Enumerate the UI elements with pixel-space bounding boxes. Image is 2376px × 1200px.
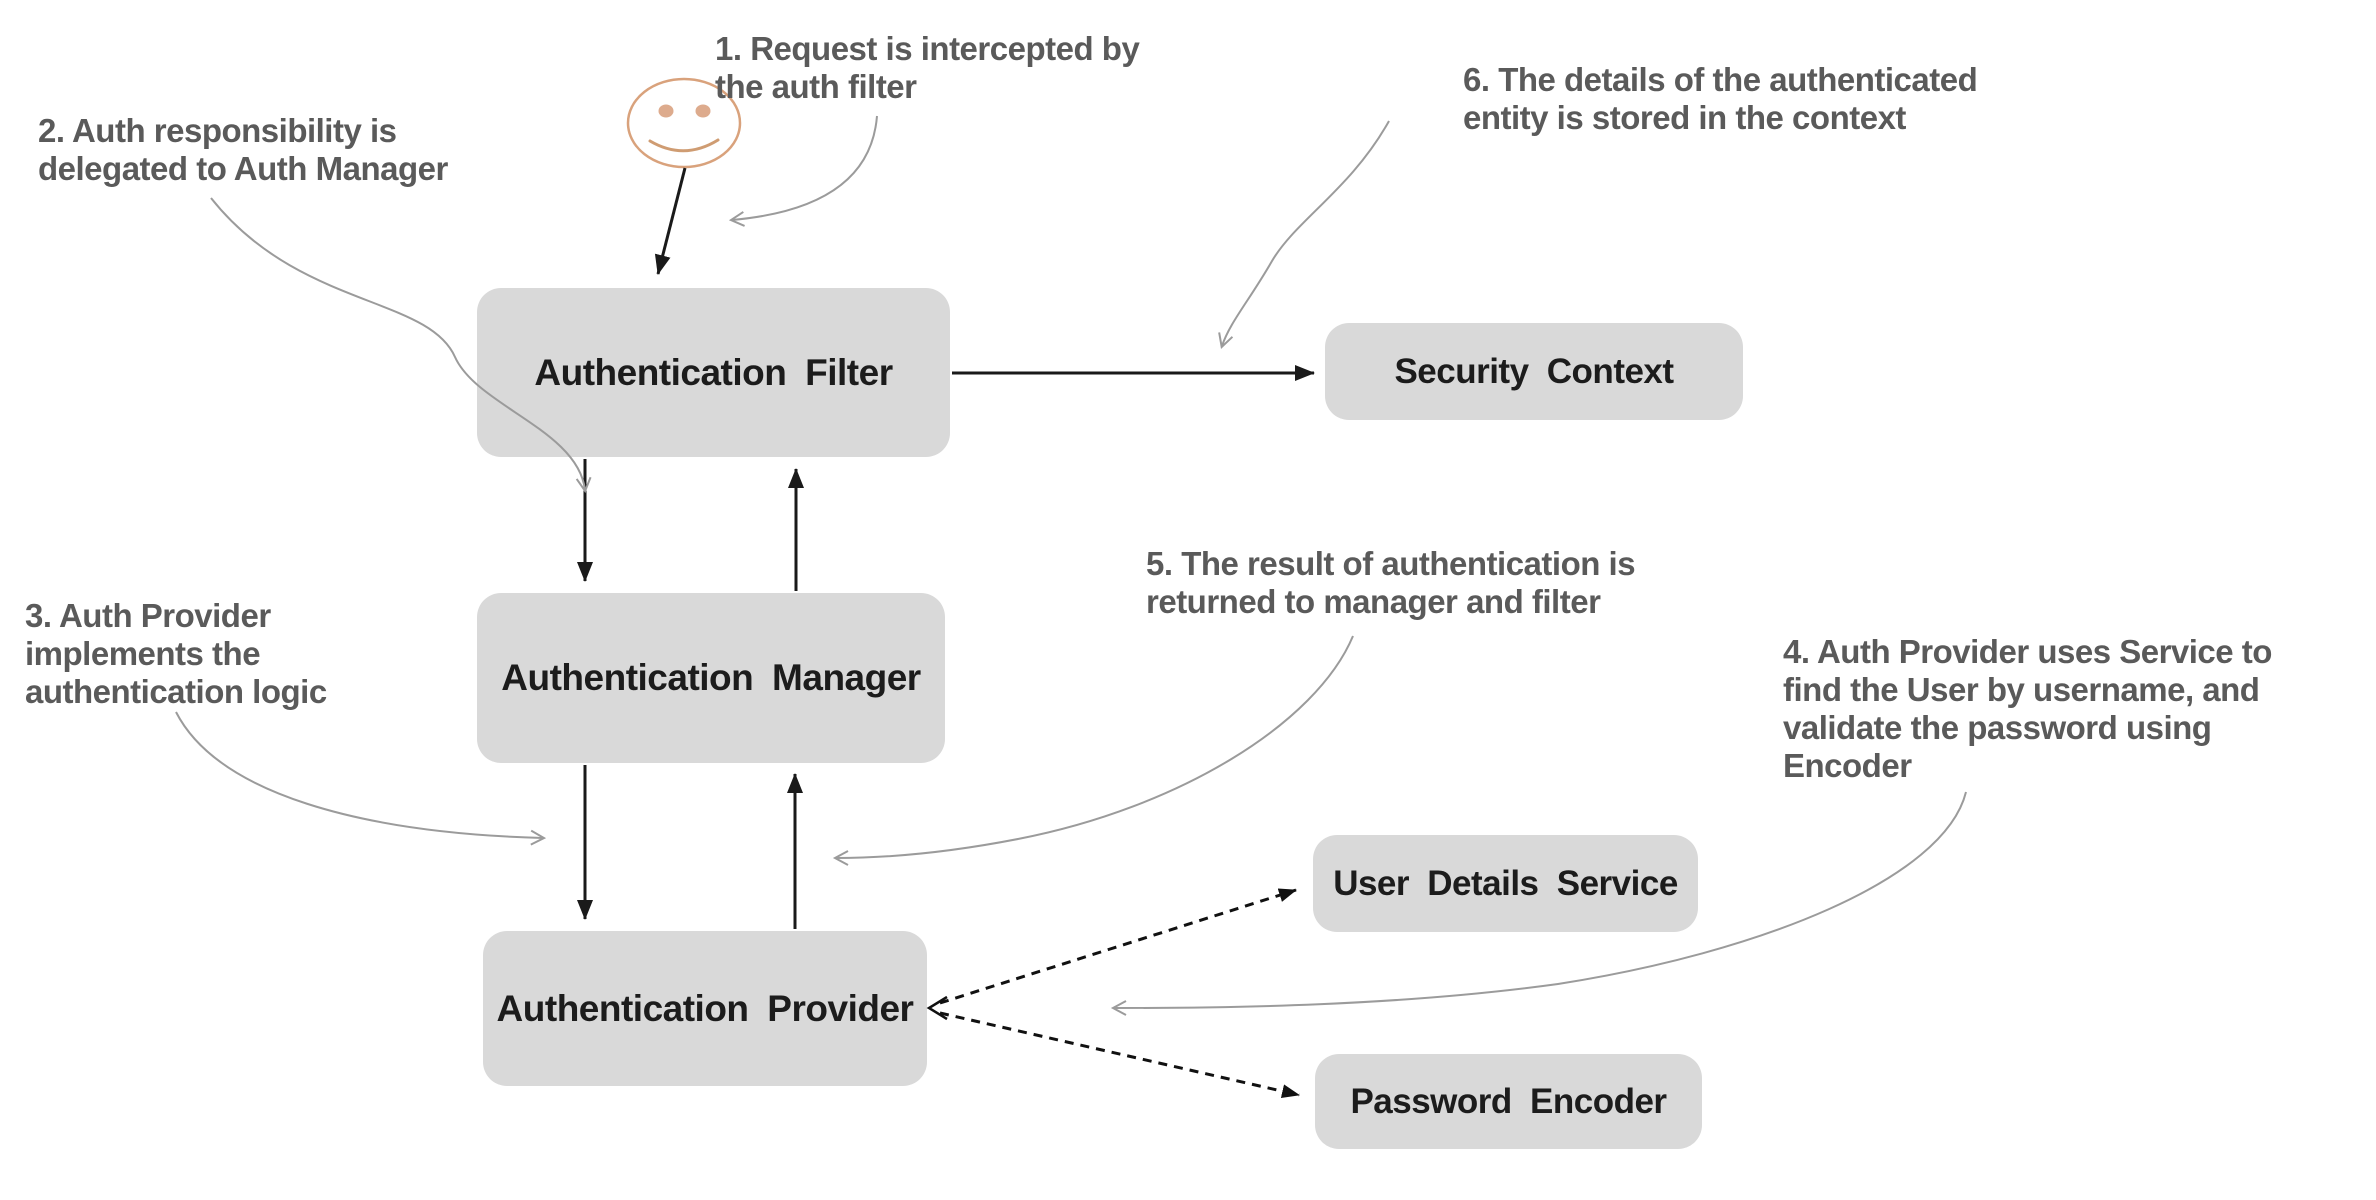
node-authentication-manager: Authentication Manager — [477, 593, 945, 763]
node-user-details-service-label: User Details Service — [1333, 863, 1678, 903]
annotation-arrow-1 — [728, 115, 878, 227]
node-authentication-filter-label: Authentication Filter — [534, 351, 893, 393]
annotation-1-request-intercepted: 1. Request is intercepted by the auth fi… — [715, 30, 1140, 105]
dashed-arrow-provider-to-password-encoder — [939, 1011, 1300, 1099]
node-authentication-manager-label: Authentication Manager — [501, 657, 921, 698]
node-authentication-provider: Authentication Provider — [483, 931, 927, 1086]
node-password-encoder: Password Encoder — [1315, 1054, 1702, 1149]
node-authentication-provider-label: Authentication Provider — [496, 987, 914, 1029]
arrow-user-to-filter — [654, 167, 687, 275]
node-user-details-service: User Details Service — [1313, 835, 1698, 932]
annotation-6-stored-in-context: 6. The details of the authenticated enti… — [1463, 61, 1978, 136]
annotation-4-provider-uses-service: 4. Auth Provider uses Service to find th… — [1783, 633, 2272, 784]
node-security-context-label: Security Context — [1394, 351, 1674, 391]
annotation-3-provider-implements-logic: 3. Auth Provider implements the authenti… — [25, 597, 327, 710]
annotation-2-delegated-to-manager: 2. Auth responsibility is delegated to A… — [38, 112, 448, 187]
node-authentication-filter: Authentication Filter — [477, 288, 950, 457]
dashed-arrow-provider-to-user-details-service — [939, 888, 1297, 1005]
node-security-context: Security Context — [1325, 323, 1743, 420]
dashed-return-arrowhead-at-provider — [926, 995, 948, 1021]
annotation-arrow-6 — [1218, 120, 1390, 349]
annotation-5-result-returned: 5. The result of authentication is retur… — [1146, 545, 1636, 620]
node-password-encoder-label: Password Encoder — [1350, 1081, 1667, 1121]
